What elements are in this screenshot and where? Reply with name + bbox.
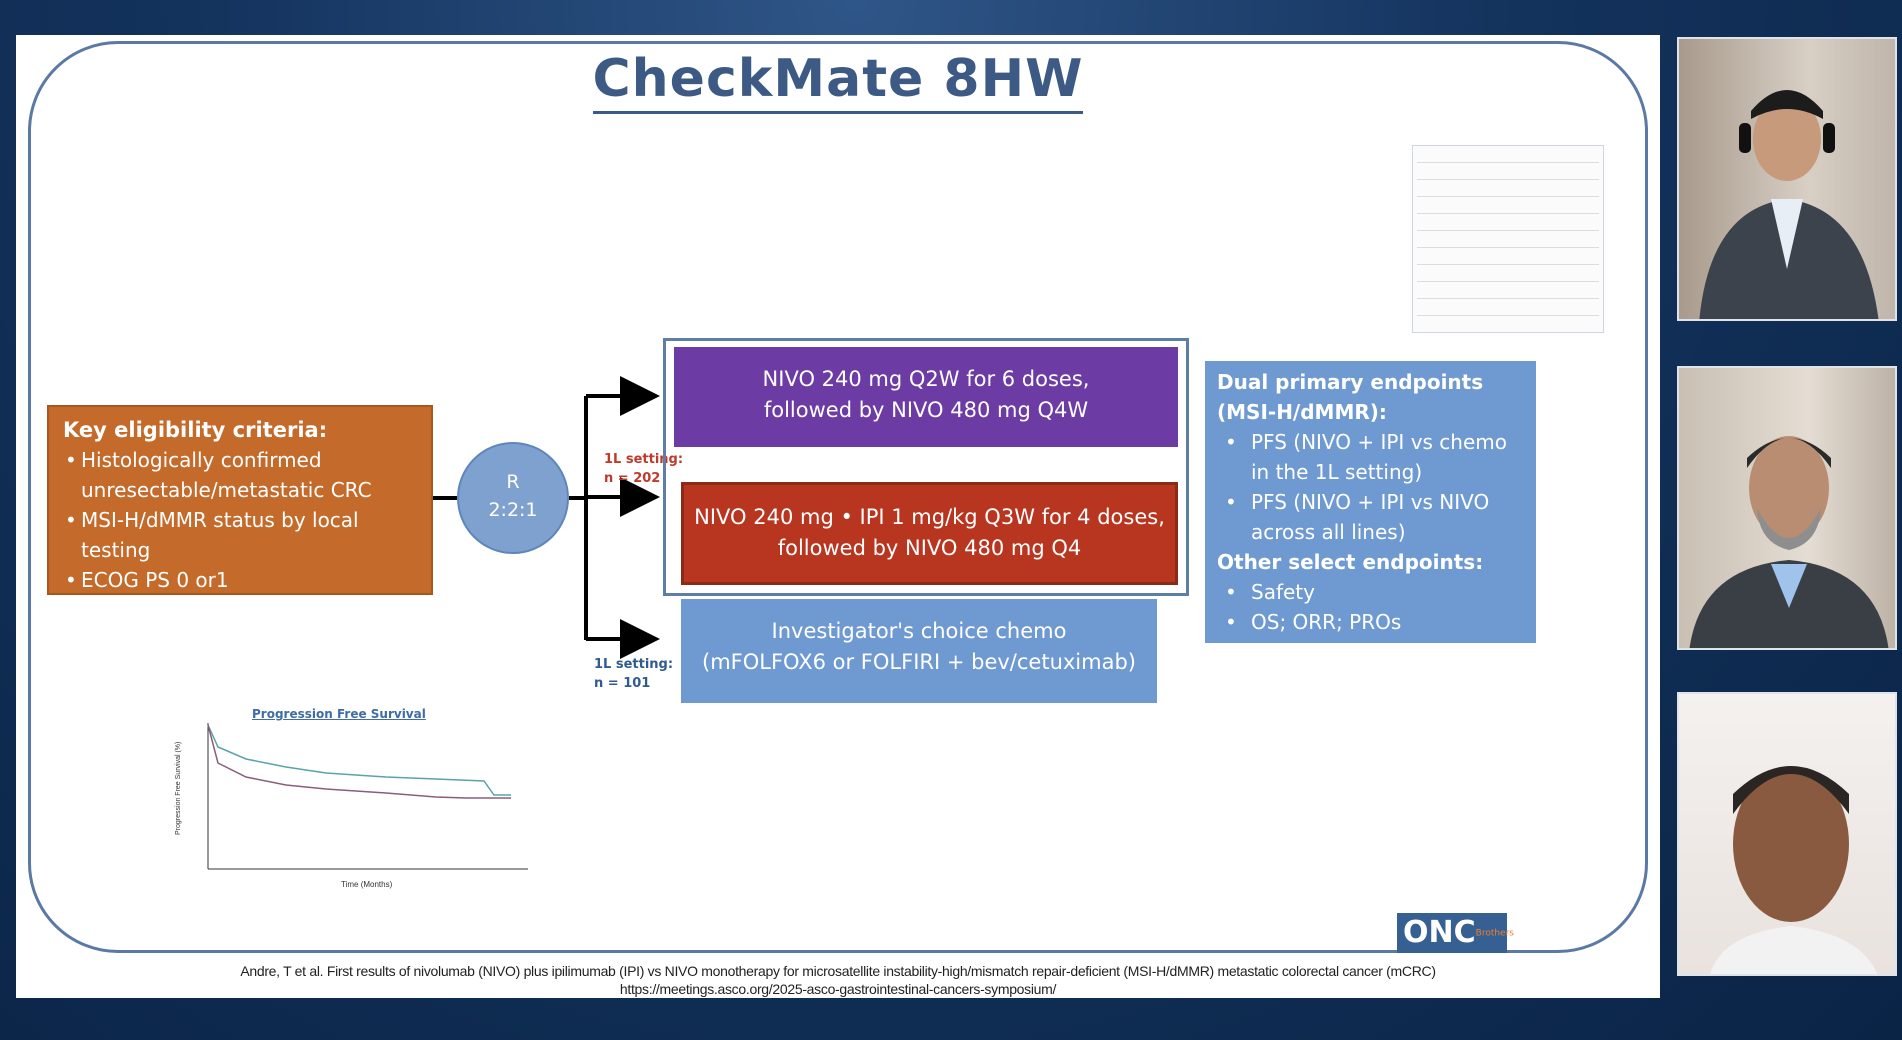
arm-nivo-ipi: NIVO 240 mg • IPI 1 mg/kg Q3W for 4 dose… [681,482,1178,585]
pfs-ylabel: Progression Free Survival (%) [175,742,182,835]
eligibility-criteria-box: Key eligibility criteria: Histologically… [47,405,433,595]
person-silhouette [1699,90,1879,319]
endpoints-box: Dual primary endpoints (MSI-H/dMMR): PFS… [1205,361,1536,643]
participant-video-2[interactable] [1677,366,1897,650]
arm-nivo: NIVO 240 mg Q2W for 6 doses, followed by… [674,347,1178,447]
pfs-chart: Progression Free Survival (%) Time (Mont… [175,723,528,889]
eligibility-item: Histologically confirmed unresectable/me… [65,445,417,505]
primary-endpoints-heading: Dual primary endpoints (MSI-H/dMMR): [1217,370,1484,424]
endpoint-item: Safety [1225,577,1524,607]
person-silhouette [1689,436,1889,648]
randomization-circle: R 2:2:1 [457,442,569,554]
other-endpoints-heading: Other select endpoints: [1217,550,1484,574]
eligibility-item: MSI-H/dMMR status by local testing [65,505,417,565]
participant-video-3[interactable] [1677,692,1897,976]
endpoint-item: OS; ORR; PROs [1225,607,1524,637]
randomization-label: R [506,471,520,493]
pfs-chart-title: Progression Free Survival [252,707,426,721]
setting-label-chemo: 1L setting: n = 101 [594,657,674,691]
slide-title: CheckMate 8HW [16,49,1660,114]
endpoint-item: PFS (NIVO + IPI vs chemo in the 1L setti… [1225,427,1524,487]
presentation-slide: CheckMate 8HW Key eligibility criteria: … [16,35,1660,998]
person-silhouette [1710,766,1878,974]
immunotherapy-arms-frame [663,338,1189,596]
participant-video-1[interactable] [1677,37,1897,321]
results-table-thumbnail [1412,145,1604,333]
pfs-xlabel: Time (Months) [341,880,393,889]
onc-brothers-logo: ONCBrothers [1397,913,1514,953]
endpoint-item: PFS (NIVO + IPI vs NIVO across all lines… [1225,487,1524,547]
flow-arrows [433,376,660,659]
randomization-ratio: 2:2:1 [488,499,538,521]
slide-frame [28,41,1648,953]
eligibility-heading: Key eligibility criteria: [63,418,328,442]
eligibility-item: ECOG PS 0 or1 [65,565,417,595]
arm-chemo: Investigator's choice chemo (mFOLFOX6 or… [681,599,1157,703]
slide-citation: Andre, T et al. First results of nivolum… [240,963,1436,997]
